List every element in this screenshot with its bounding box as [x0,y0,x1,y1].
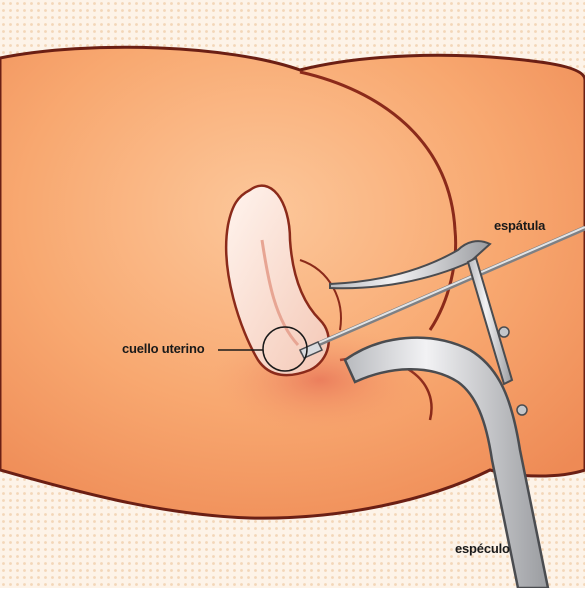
speculum-screw-upper [499,327,509,337]
cervix-label: cuello uterino [122,341,204,356]
spatula-label: espátula [494,218,545,233]
speculum-label: espéculo [455,541,510,556]
speculum-screw-lower [517,405,527,415]
